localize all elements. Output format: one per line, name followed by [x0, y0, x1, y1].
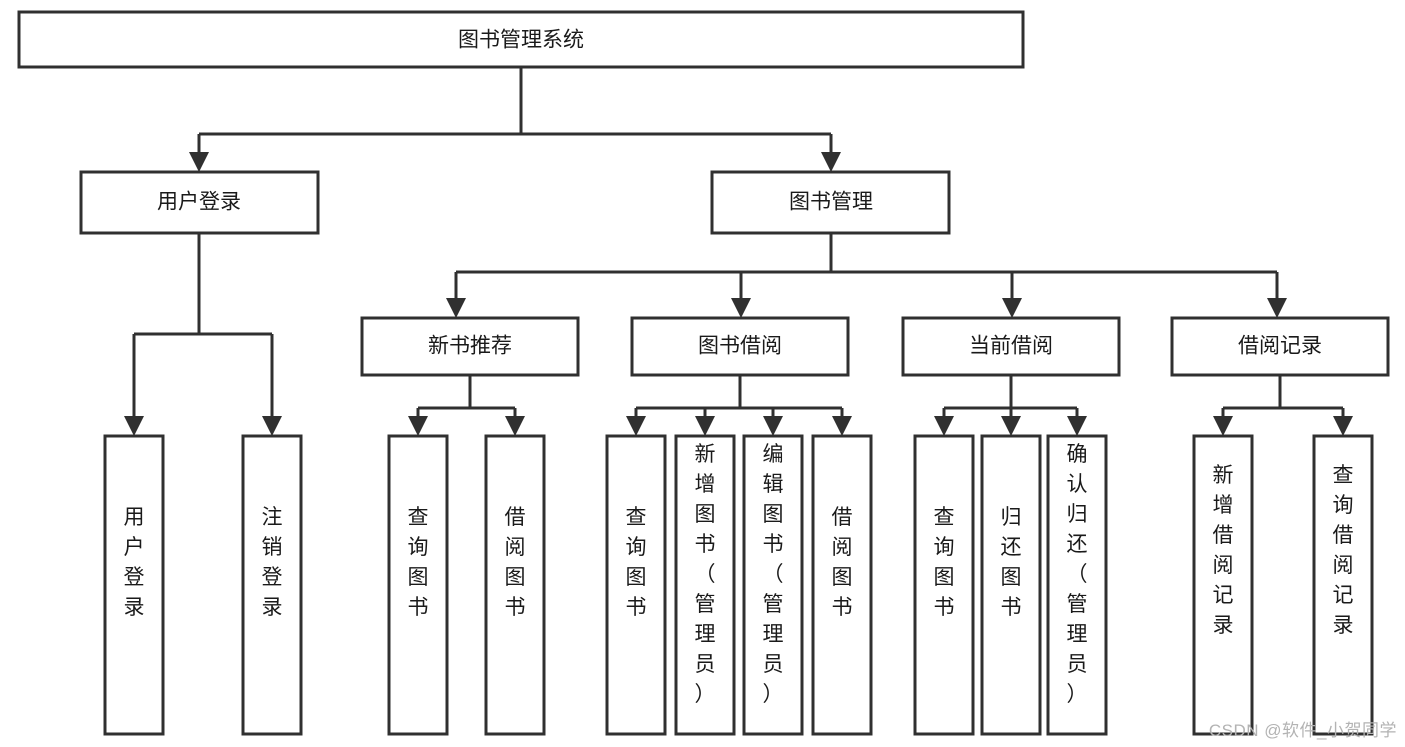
arrow-leaf-return-book	[1001, 416, 1021, 436]
node-leaf-add-book-box[interactable]	[674, 434, 736, 736]
node-new-book-rec-label: 新书推荐	[428, 335, 512, 358]
node-leaf-borrow-book-1-label: 借阅图书	[505, 506, 526, 619]
node-book-borrow[interactable]: 图书借阅	[630, 316, 850, 377]
node-leaf-query-record-box[interactable]	[1312, 434, 1374, 736]
node-leaf-query-book-2-label: 查询图书	[626, 506, 647, 619]
node-book-manage-box[interactable]	[710, 170, 951, 235]
node-book-manage[interactable]: 图书管理	[710, 170, 951, 235]
node-leaf-borrow-book-1[interactable]: 借阅图书	[484, 434, 546, 736]
node-leaf-query-book-1-label: 查询图书	[408, 506, 429, 619]
node-leaf-query-book-2[interactable]: 查询图书	[605, 434, 667, 736]
arrow-leaf-query-record	[1333, 416, 1353, 436]
node-leaf-query-record-label: 查询借阅记录	[1333, 464, 1354, 637]
node-leaf-edit-book-label: 编辑图书（管理员）	[763, 443, 784, 706]
node-leaf-confirm-return-box[interactable]	[1046, 434, 1108, 736]
arrow-leaf-query-book-3	[934, 416, 954, 436]
node-leaf-borrow-book-2[interactable]: 借阅图书	[811, 434, 873, 736]
node-current-borrow[interactable]: 当前借阅	[901, 316, 1121, 377]
node-current-borrow-label: 当前借阅	[969, 335, 1053, 358]
node-leaf-query-record[interactable]: 查询借阅记录	[1312, 434, 1374, 736]
node-leaf-query-book-1[interactable]: 查询图书	[387, 434, 449, 736]
node-leaf-return-book[interactable]: 归还图书	[980, 434, 1042, 736]
node-leaf-user-login-box[interactable]	[103, 434, 165, 736]
node-leaf-borrow-book-2-label: 借阅图书	[832, 506, 853, 619]
arrow-new-book-rec	[446, 298, 466, 318]
arrow-user-login	[189, 152, 209, 172]
node-borrow-record[interactable]: 借阅记录	[1170, 316, 1390, 377]
node-leaf-confirm-return-label: 确认归还（管理员）	[1067, 443, 1088, 706]
arrow-leaf-borrow-book-1	[505, 416, 525, 436]
node-leaf-borrow-book-1-box[interactable]	[484, 434, 546, 736]
arrow-leaf-borrow-book-2	[832, 416, 852, 436]
node-user-login-label: 用户登录	[157, 191, 241, 214]
arrow-leaf-logout	[262, 416, 282, 436]
node-new-book-rec-box[interactable]	[360, 316, 580, 377]
node-new-book-rec[interactable]: 新书推荐	[360, 316, 580, 377]
node-borrow-record-box[interactable]	[1170, 316, 1390, 377]
node-leaf-edit-book[interactable]: 编辑图书（管理员）	[742, 434, 804, 736]
csdn-watermark: CSDN @软件_小贺同学	[1208, 721, 1397, 740]
node-leaf-add-record-box[interactable]	[1192, 434, 1254, 736]
node-root-box[interactable]	[17, 10, 1025, 69]
node-leaf-user-login[interactable]: 用户登录	[103, 434, 165, 736]
arrow-leaf-add-book	[695, 416, 715, 436]
connector-layer	[124, 67, 1353, 436]
node-leaf-logout-box[interactable]	[241, 434, 303, 736]
node-leaf-borrow-book-2-box[interactable]	[811, 434, 873, 736]
node-leaf-add-record[interactable]: 新增借阅记录	[1192, 434, 1254, 736]
arrow-current-borrow	[1002, 298, 1022, 318]
node-leaf-logout[interactable]: 注销登录	[241, 434, 303, 736]
arrow-leaf-query-book-2	[626, 416, 646, 436]
node-leaf-query-book-3-box[interactable]	[913, 434, 975, 736]
node-leaf-return-book-box[interactable]	[980, 434, 1042, 736]
node-leaf-query-book-3-label: 查询图书	[934, 506, 955, 619]
arrow-leaf-confirm-return	[1067, 416, 1087, 436]
node-leaf-query-book-3[interactable]: 查询图书	[913, 434, 975, 736]
node-leaf-edit-book-box[interactable]	[742, 434, 804, 736]
arrow-book-manage	[821, 152, 841, 172]
arrow-borrow-record	[1267, 298, 1287, 318]
arrow-leaf-add-record	[1213, 416, 1233, 436]
arrow-leaf-user-login	[124, 416, 144, 436]
node-leaf-confirm-return[interactable]: 确认归还（管理员）	[1046, 434, 1108, 736]
node-borrow-record-label: 借阅记录	[1238, 335, 1322, 358]
node-book-borrow-box[interactable]	[630, 316, 850, 377]
node-current-borrow-box[interactable]	[901, 316, 1121, 377]
node-root-label: 图书管理系统	[458, 29, 584, 52]
arrow-leaf-edit-book	[763, 416, 783, 436]
node-user-login[interactable]: 用户登录	[79, 170, 320, 235]
node-leaf-add-record-label: 新增借阅记录	[1213, 464, 1234, 637]
node-leaf-user-login-label: 用户登录	[124, 506, 145, 619]
node-root[interactable]: 图书管理系统	[17, 10, 1025, 69]
node-leaf-logout-label: 注销登录	[262, 506, 283, 619]
node-leaf-add-book[interactable]: 新增图书（管理员）	[674, 434, 736, 736]
node-leaf-add-book-label: 新增图书（管理员）	[695, 443, 716, 706]
node-leaf-query-book-1-box[interactable]	[387, 434, 449, 736]
node-book-manage-label: 图书管理	[789, 191, 873, 214]
node-leaf-return-book-label: 归还图书	[1001, 506, 1022, 619]
arrow-book-borrow	[731, 298, 751, 318]
arrow-leaf-query-book-1	[408, 416, 428, 436]
node-leaf-query-book-2-box[interactable]	[605, 434, 667, 736]
node-user-login-box[interactable]	[79, 170, 320, 235]
node-book-borrow-label: 图书借阅	[698, 335, 782, 358]
